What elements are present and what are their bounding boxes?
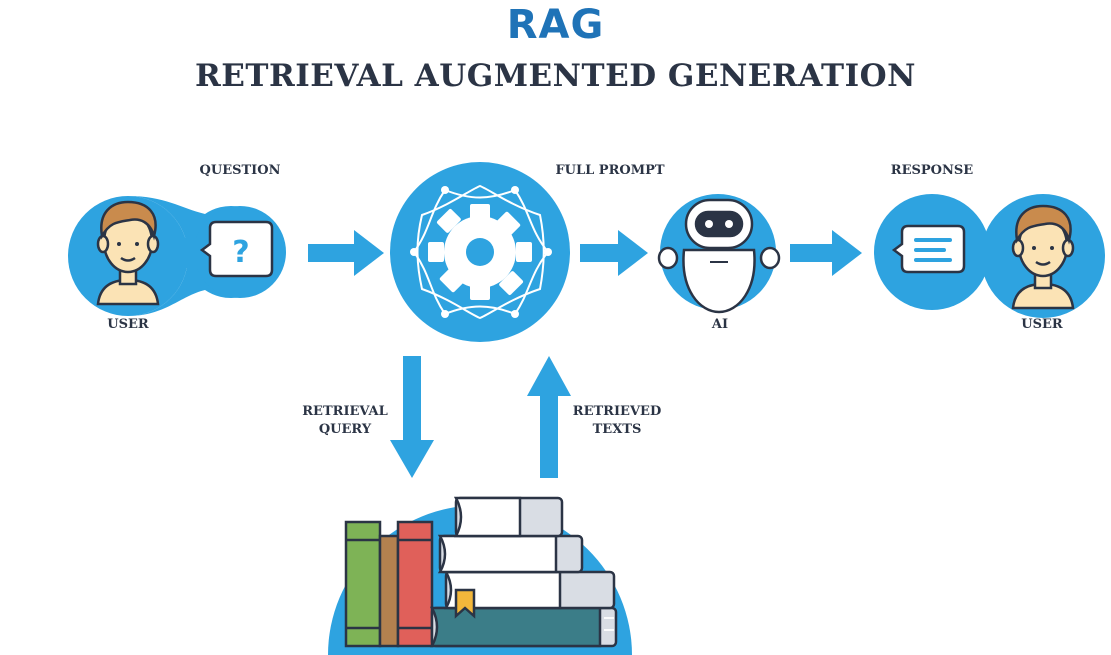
retrieval-query-line1: RETRIEVAL: [302, 404, 388, 419]
bookmark-icon: [454, 588, 476, 619]
response-bubble-icon: [891, 224, 966, 274]
page-title: RAG: [506, 2, 605, 48]
question-mark-glyph: ?: [232, 235, 249, 270]
retrieved-texts-line1: RETRIEVED: [572, 404, 662, 419]
user-right-label: USER: [1021, 317, 1063, 332]
response-label: RESPONSE: [890, 163, 974, 178]
user-left-label: USER: [107, 317, 149, 332]
book-red: [396, 520, 434, 648]
retriever-node: [390, 162, 570, 342]
ai-robot-node: [657, 194, 781, 314]
arrow-right-1: [308, 230, 384, 276]
full-prompt-label: FULL PROMPT: [555, 163, 665, 178]
retrieved-texts-line2: TEXTS: [592, 422, 642, 437]
arrow-down-retrieval: [390, 356, 434, 478]
book-green: [344, 520, 382, 648]
knowledge-base-books: [328, 496, 632, 655]
book-brown: [378, 534, 400, 648]
robot-icon: [657, 198, 781, 314]
ai-label: AI: [711, 317, 729, 332]
retrieval-query-label: RETRIEVAL QUERY: [290, 403, 400, 439]
arrow-right-2: [580, 230, 648, 276]
retrieval-query-line2: QUERY: [318, 422, 372, 437]
question-bubble-icon: ?: [199, 220, 274, 278]
retrieved-texts-label: RETRIEVED TEXTS: [562, 403, 672, 439]
arrow-right-3: [790, 230, 862, 276]
arrow-up-retrieved: [527, 356, 571, 478]
question-label: QUESTION: [199, 163, 281, 178]
user-avatar-right: [1011, 204, 1075, 310]
user-avatar-left: [96, 200, 160, 306]
page-subtitle: RETRIEVAL AUGMENTED GENERATION: [195, 58, 916, 94]
